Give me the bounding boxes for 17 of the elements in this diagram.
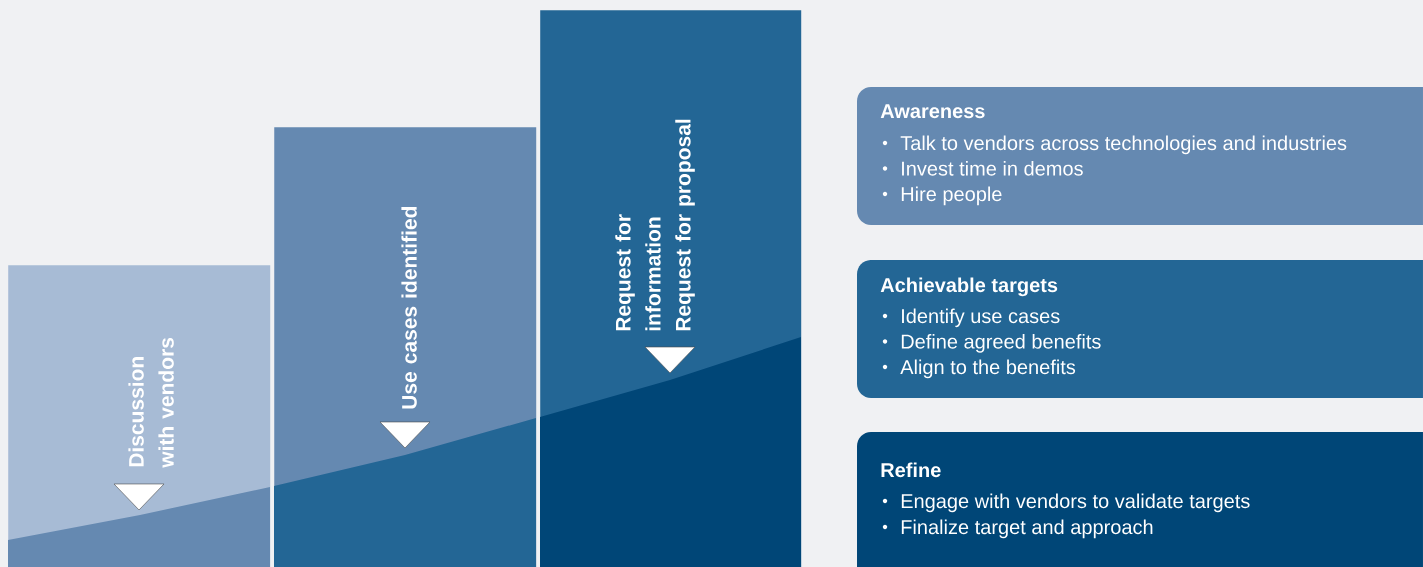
card-heading: Awareness [880, 104, 985, 119]
bullet-text: Engage with vendors to validate targets [901, 493, 1250, 513]
column-bar: Discussion with vendors [8, 265, 271, 567]
card-heading: Achievable targets [880, 277, 1058, 297]
bullet-text: Finalize target and approach [901, 519, 1153, 539]
bullet-text: Talk to vendors across technologies and industries [900, 135, 1347, 155]
info-card [857, 260, 1423, 398]
column-bar: Use cases identified [274, 127, 537, 567]
bullet-text: Invest time in demos [902, 161, 1083, 176]
column-bar: Request for information Request for proposal [540, 10, 802, 567]
info-card [857, 432, 1423, 567]
bullet-text: Identify use cases [902, 308, 1060, 328]
card-heading: Refine [881, 462, 941, 478]
bullet-text: Define agreed benefits [901, 334, 1101, 353]
info-card [857, 87, 1423, 225]
bullet-text: Align to the benefits [900, 359, 1076, 379]
bullet-text: Hire people [901, 186, 1002, 206]
